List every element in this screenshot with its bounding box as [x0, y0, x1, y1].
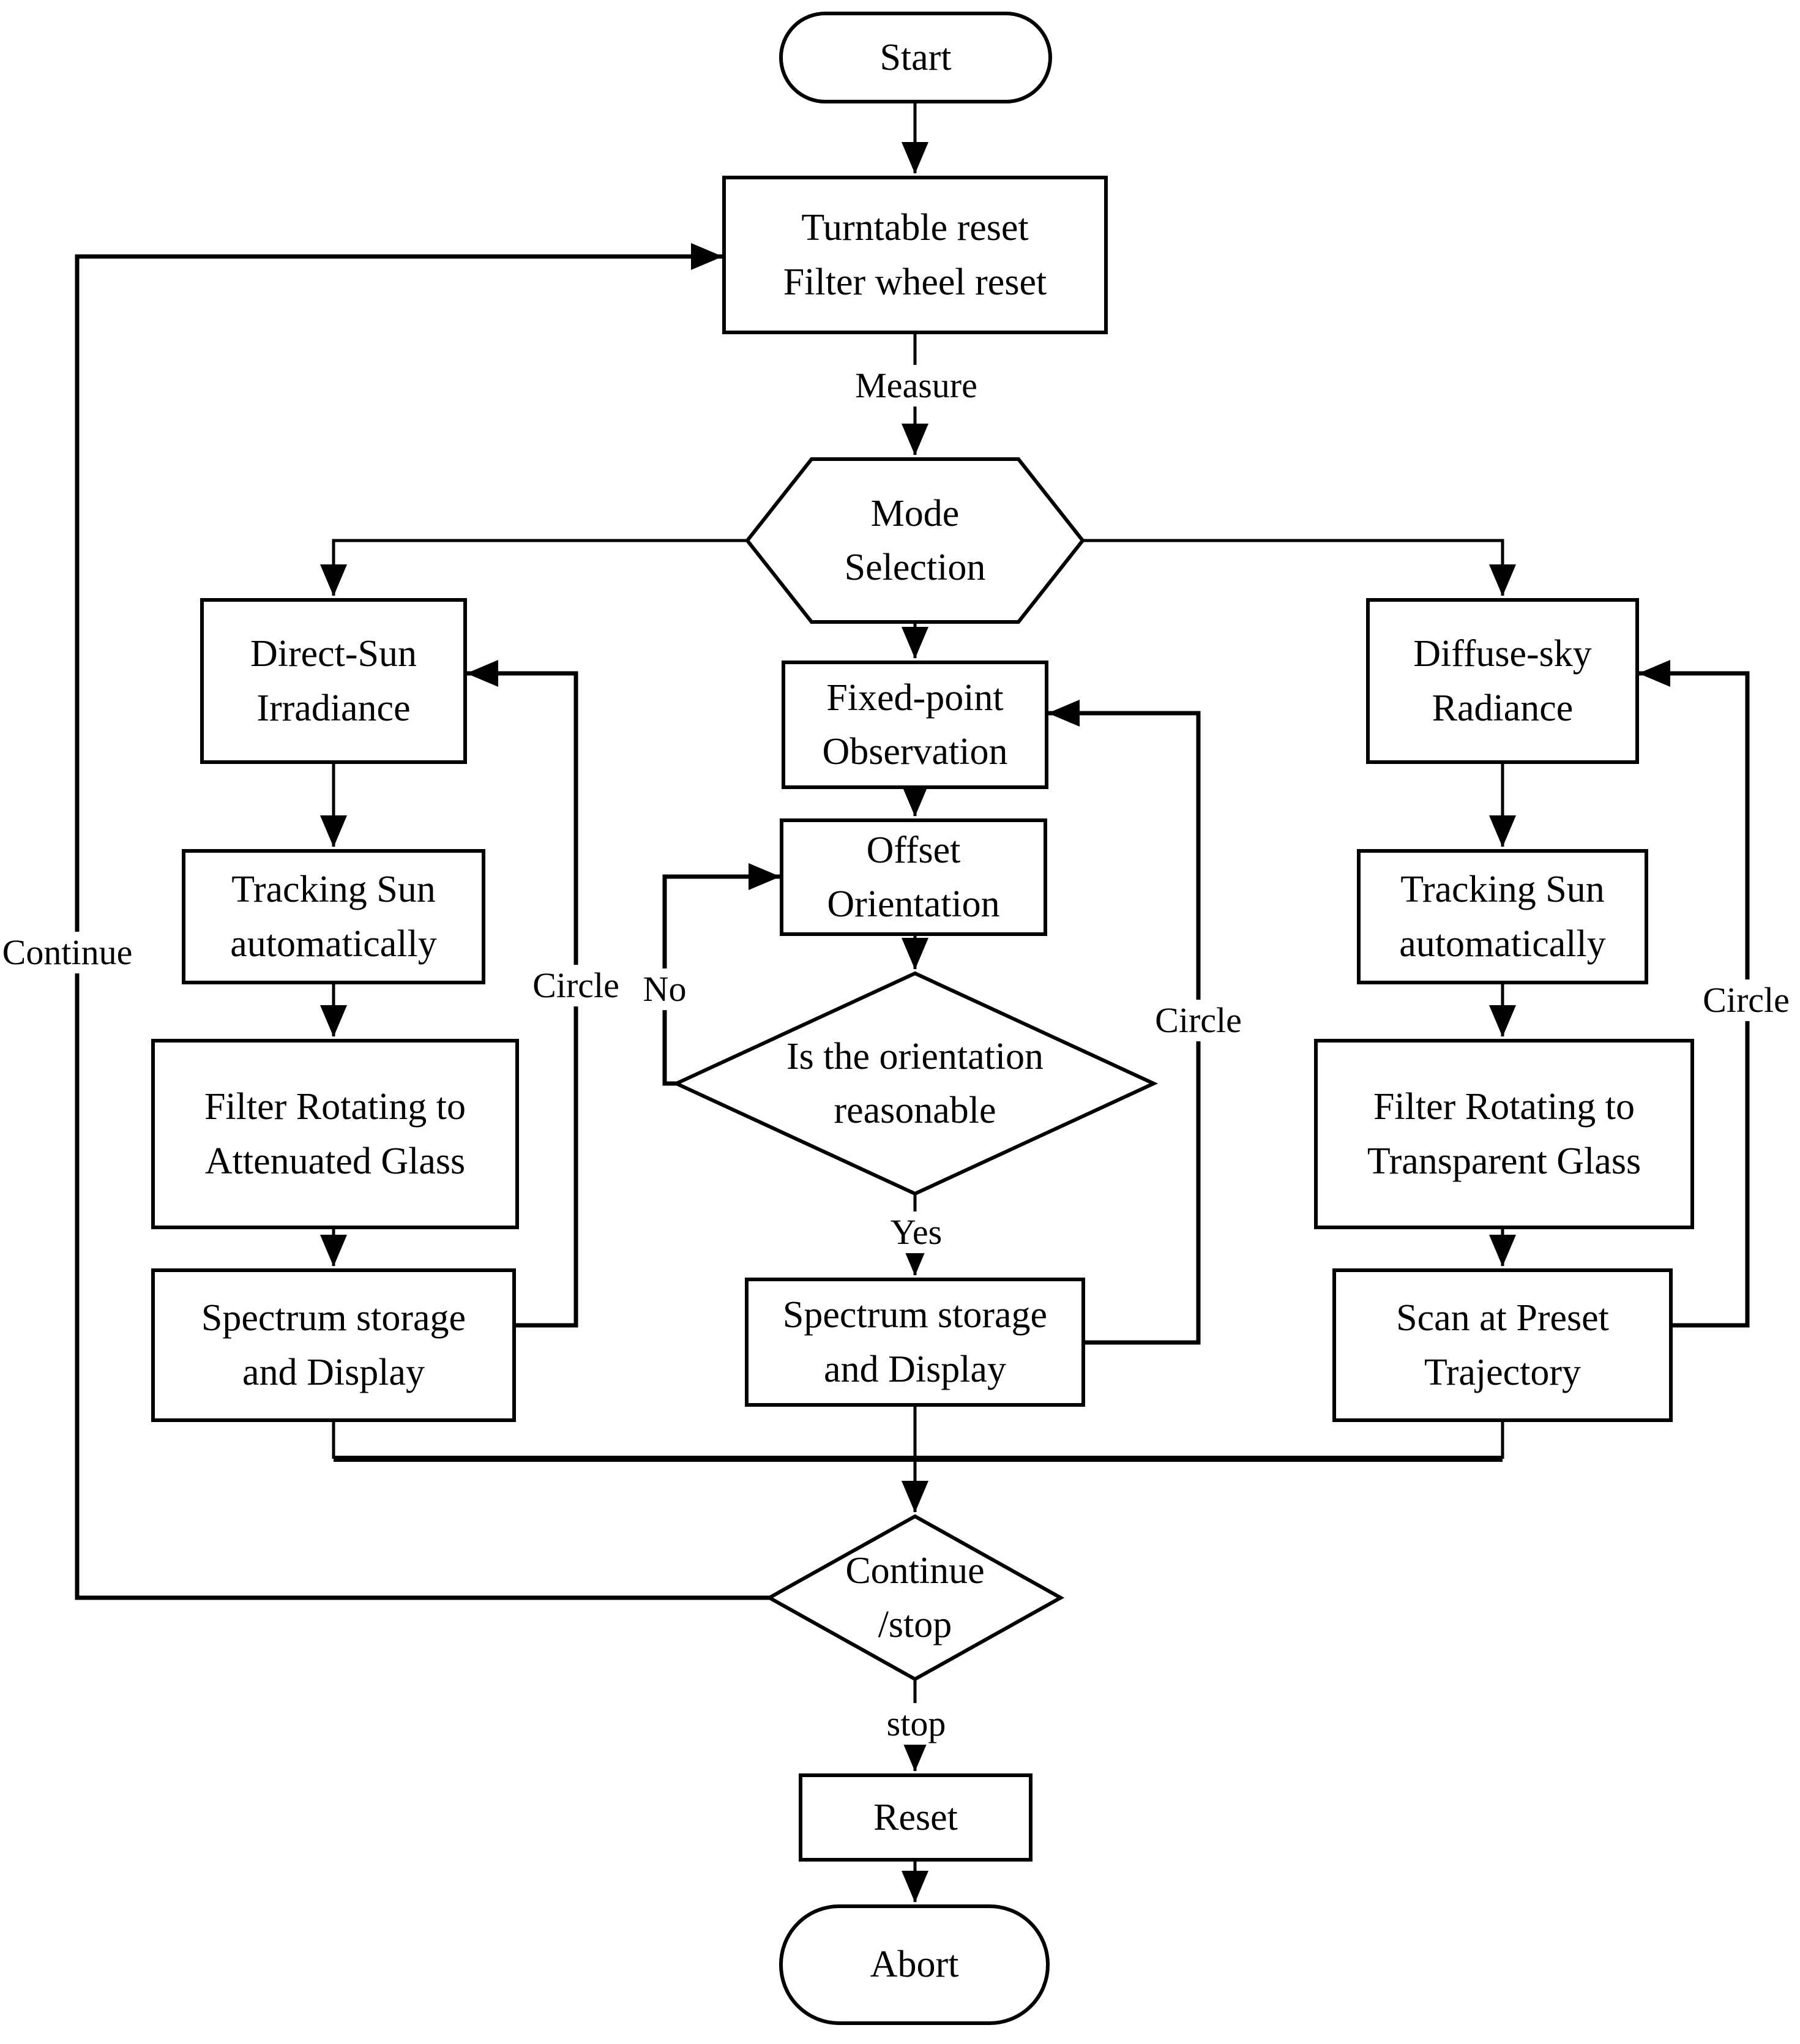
spectrum-mid-shape [745, 1278, 1085, 1407]
mode-selection-hexagon-shape [745, 457, 1085, 624]
scan-preset-shape [1332, 1268, 1673, 1422]
diffuse-sky-shape [1366, 598, 1639, 764]
filter-attenuated-shape [151, 1039, 519, 1229]
spectrum-left-shape [151, 1268, 516, 1422]
orientation-check-diamond-shape [671, 971, 1159, 1196]
start-terminator-shape [779, 12, 1052, 103]
edge-continue-loop [75, 243, 769, 1600]
direct-sun-shape [200, 598, 467, 764]
edge-mode-to-diffusesky [1083, 539, 1516, 596]
tracking-sun-left-shape [182, 849, 485, 984]
tracking-sun-right-shape [1357, 849, 1648, 984]
fixed-point-shape [782, 661, 1048, 789]
reset-shape [799, 1773, 1033, 1862]
continue-stop-diamond-shape [765, 1514, 1065, 1682]
edge-circle-loop-middle [1048, 700, 1201, 1345]
edge-mode-to-directsun [320, 539, 747, 596]
turntable-reset-shape [722, 176, 1108, 334]
offset-orientation-shape [780, 818, 1047, 936]
filter-transparent-shape [1314, 1039, 1694, 1229]
abort-terminator-shape [779, 1904, 1050, 2025]
